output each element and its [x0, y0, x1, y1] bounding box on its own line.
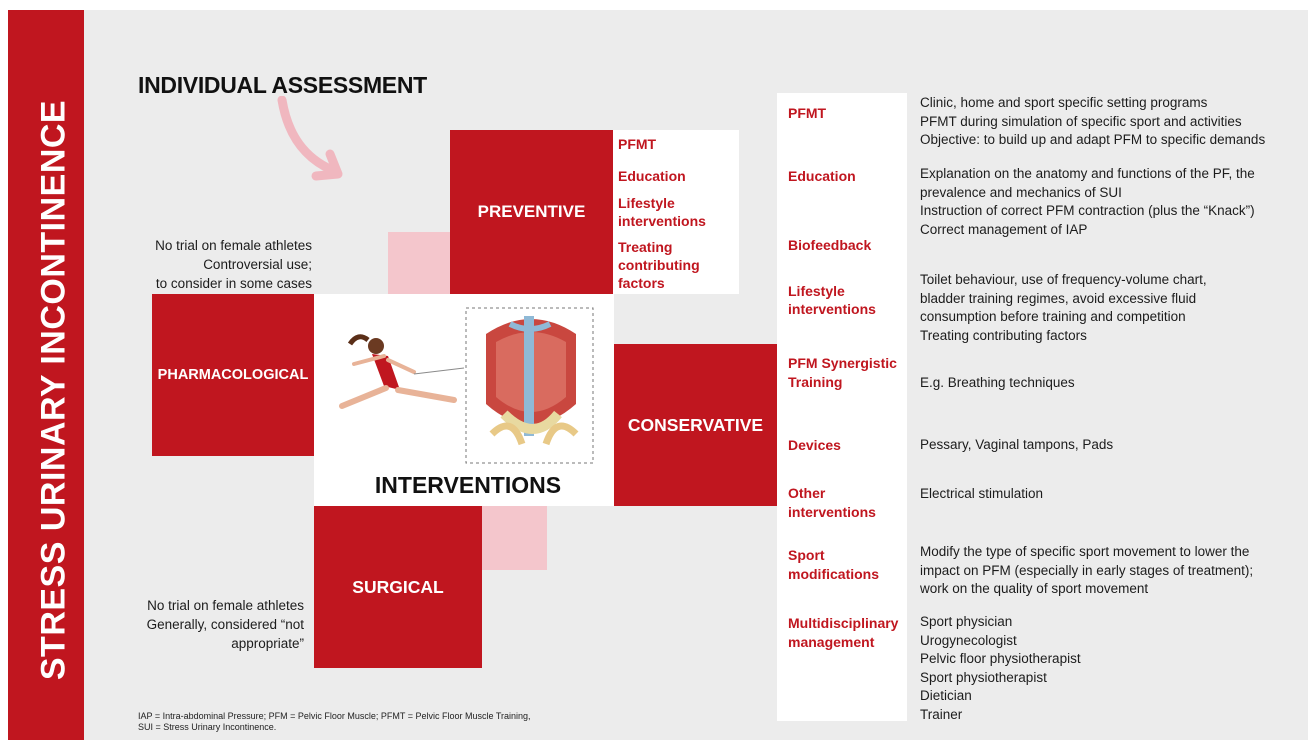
conservative-desc-sport-modifications: Modify the type of specific sport moveme… [920, 543, 1253, 599]
pharmacological-label: PHARMACOLOGICAL [157, 367, 309, 383]
pharmacological-note-line: Controversial use; [203, 257, 312, 272]
preventive-item-pfmt: PFMT [618, 136, 657, 152]
desc-line: Urogynecologist [920, 632, 1017, 648]
preventive-item-education: Education [618, 168, 686, 184]
desc-line: Trainer [920, 706, 963, 722]
conservative-item-devices: Devices [788, 437, 841, 453]
surgical-label: SURGICAL [352, 576, 444, 597]
interventions-illustration-panel [314, 294, 614, 506]
surgical-note-line: Generally, considered “not [146, 617, 304, 632]
preventive-list-panel [613, 130, 739, 294]
desc-line: work on the quality of sport movement [920, 581, 1149, 596]
conservative-desc-other: Electrical stimulation [920, 485, 1043, 504]
footnote-line: IAP = Intra-abdominal Pressure; PFM = Pe… [138, 711, 531, 721]
conservative-item-pfm-synergistic: PFM Synergistic Training [788, 355, 897, 390]
footnote-line: SUI = Stress Urinary Incontinence. [138, 722, 277, 732]
abbreviations-footnote: IAP = Intra-abdominal Pressure; PFM = Pe… [138, 711, 531, 733]
pelvic-anatomy-icon [465, 307, 594, 464]
gymnast-icon [339, 334, 465, 409]
desc-line: Electrical stimulation [920, 486, 1044, 501]
pink-square-bottom [482, 506, 547, 570]
desc-line: Instruction of correct PFM contraction (… [920, 203, 1255, 218]
surgical-note-line: No trial on female athletes [147, 598, 304, 613]
conservative-list-panel [777, 93, 907, 721]
pharmacological-note-line: to consider in some cases [155, 276, 312, 291]
pink-square-top [388, 232, 450, 294]
gymnast-anatomy-illustration [339, 307, 594, 464]
desc-line: Sport physician [920, 614, 1013, 629]
desc-line: Clinic, home and sport specific setting … [920, 95, 1208, 110]
interventions-label: INTERVENTIONS [374, 472, 562, 498]
conservative-item-sport-modifications: Sport modifications [788, 547, 880, 582]
desc-line: Pessary, Vaginal tampons, Pads [920, 437, 1114, 452]
preventive-box: PREVENTIVE [450, 130, 613, 294]
page-heading: INDIVIDUAL ASSESSMENT [138, 72, 427, 98]
pharmacological-note-line: No trial on female athletes [155, 238, 312, 253]
desc-line: Modify the type of specific sport moveme… [920, 544, 1250, 559]
conservative-item-education: Education [788, 168, 856, 184]
desc-line: Objective: to build up and adapt PFM to … [920, 132, 1266, 147]
conservative-box: CONSERVATIVE [614, 344, 777, 506]
conservative-desc-education: Explanation on the anatomy and functions… [920, 165, 1255, 239]
desc-line: Explanation on the anatomy and functions… [920, 166, 1255, 181]
pharmacological-box: PHARMACOLOGICAL [152, 294, 314, 456]
surgical-note-line: appropriate” [231, 636, 304, 651]
desc-line: consumption before training and competit… [920, 309, 1186, 324]
conservative-desc-devices: Pessary, Vaginal tampons, Pads [920, 436, 1113, 455]
conservative-desc-pfmt: Clinic, home and sport specific setting … [920, 94, 1265, 150]
preventive-item-lifestyle: Lifestyle interventions [618, 195, 706, 229]
conservative-item-multidisciplinary: Multidisciplinary management [788, 615, 899, 650]
desc-line: PFMT during simulation of specific sport… [920, 113, 1242, 129]
conservative-item-lifestyle: Lifestyle interventions [788, 283, 876, 317]
desc-line: Sport physiotherapist [920, 669, 1047, 685]
conservative-item-biofeedback: Biofeedback [788, 237, 872, 253]
desc-line: Pelvic floor physiotherapist [920, 651, 1081, 666]
desc-line: prevalence and mechanics of SUI [920, 184, 1122, 200]
surgical-box: SURGICAL [314, 506, 482, 668]
preventive-label: PREVENTIVE [477, 202, 586, 221]
desc-line: impact on PFM (especially in early stage… [920, 562, 1254, 578]
conservative-desc-lifestyle: Toilet behaviour, use of frequency-volum… [920, 271, 1207, 345]
curved-arrow-icon [277, 96, 343, 181]
preventive-item-treating: Treating contributing factors [618, 239, 700, 291]
sidebar-band: STRESS URINARY INCONTINENCE [8, 10, 84, 740]
conservative-label: CONSERVATIVE [627, 414, 764, 435]
surgical-note: No trial on female athletes Generally, c… [90, 596, 304, 653]
desc-line: Dietician [920, 688, 972, 703]
desc-line: Treating contributing factors [920, 327, 1087, 343]
desc-line: Toilet behaviour, use of frequency-volum… [920, 272, 1207, 287]
vertical-title: STRESS URINARY INCONTINENCE [34, 99, 73, 681]
desc-line: E.g. Breathing techniques [920, 375, 1075, 390]
conservative-item-pfmt: PFMT [788, 105, 827, 121]
conservative-desc-multidisciplinary: Sport physician Urogynecologist Pelvic f… [920, 613, 1081, 724]
conservative-item-other: Other interventions [788, 485, 876, 520]
desc-line: bladder training regimes, avoid excessiv… [920, 290, 1197, 306]
pharmacological-note: No trial on female athletes Controversia… [100, 236, 312, 293]
desc-line: Correct management of IAP [920, 221, 1088, 237]
conservative-desc-pfm-synergistic: E.g. Breathing techniques [920, 374, 1075, 393]
